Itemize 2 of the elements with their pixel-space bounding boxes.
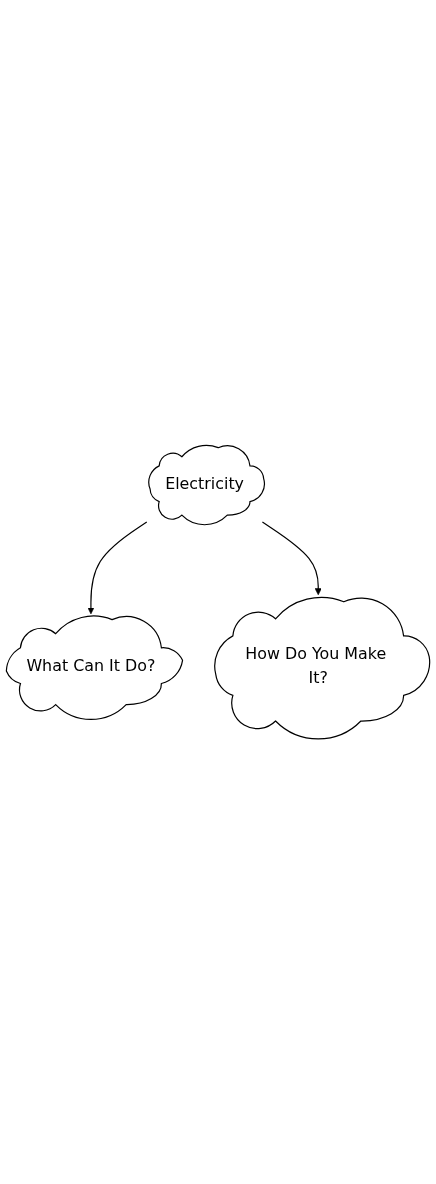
arrow bbox=[87, 521, 148, 615]
arrow bbox=[261, 521, 322, 595]
